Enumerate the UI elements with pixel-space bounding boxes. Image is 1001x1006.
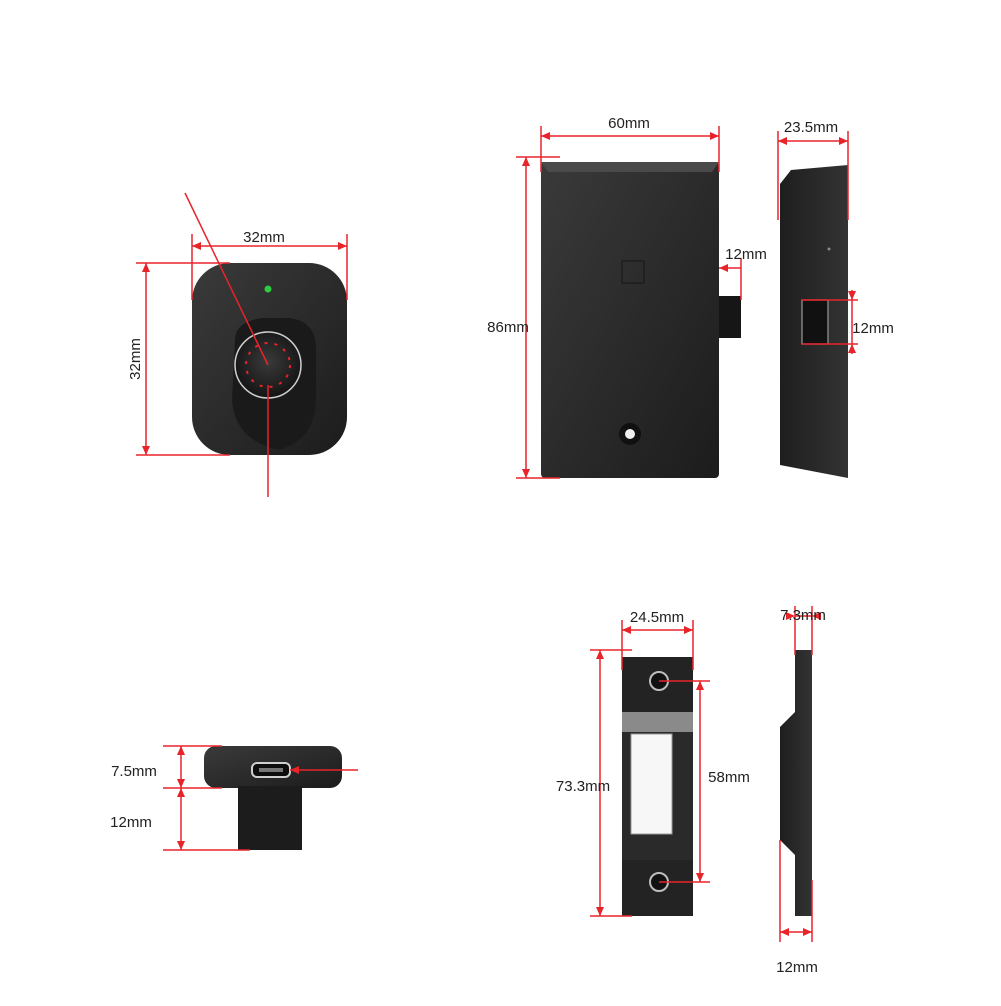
side-pinhole [827,247,831,251]
reader-side-dimension-lines [163,745,358,851]
lock-body-marking [621,260,645,284]
strike-dimension-lines [590,620,710,917]
led-indicator-icon [264,285,272,293]
strike-depth-label: 12mm [776,959,818,976]
bolt-front-label: 12mm [725,246,767,263]
mounting-hole-center [625,429,635,439]
strike-plate-front: 24.5mm 73.3mm 58mm [556,609,750,917]
strike-plate-bevel [622,710,693,732]
fingerprint-reader-front: 32mm 32mm [127,192,348,497]
reader-height-label: 32mm [127,338,144,380]
bolt-side-label: 12mm [852,320,894,337]
reader-dimension-lines [136,192,348,497]
reader-width-label: 32mm [243,229,285,246]
strike-thickness-label: 7.3mm [780,607,826,624]
strike-hole-spacing-label: 58mm [708,769,750,786]
lock-body-front: 60mm 86mm 12mm [487,115,767,479]
lock-bolt [719,296,741,338]
side-bolt-window [801,299,829,345]
strike-plate-side: 7.3mm 12mm [776,606,826,976]
strike-width-label: 24.5mm [630,609,684,626]
reader-arrowheads [142,242,347,455]
reader-side-arrowheads [177,746,299,850]
lock-body-side: 23.5mm 12mm [777,119,894,478]
side-dimension-lines [777,131,858,354]
body-dimension-lines [516,126,742,479]
strike-arrowheads [596,626,704,916]
body-height-label: 86mm [487,319,529,336]
reader-cap-label: 7.5mm [111,763,157,780]
reader-stem-label: 12mm [110,814,152,831]
strike-side-arrowheads [780,612,821,936]
fingerprint-reader-side: 7.5mm 12mm [110,745,358,851]
side-arrowheads [778,137,856,353]
reader-stem [238,786,302,850]
lock-body-top-edge [541,162,719,172]
strike-length-label: 73.3mm [556,778,610,795]
strike-side-profile [780,650,812,916]
body-width-label: 60mm [608,115,650,132]
body-depth-label: 23.5mm [784,119,838,136]
body-arrowheads [522,132,728,478]
micro-usb-port-icon [251,762,291,778]
lock-body [541,162,719,478]
strike-opening [630,733,673,835]
